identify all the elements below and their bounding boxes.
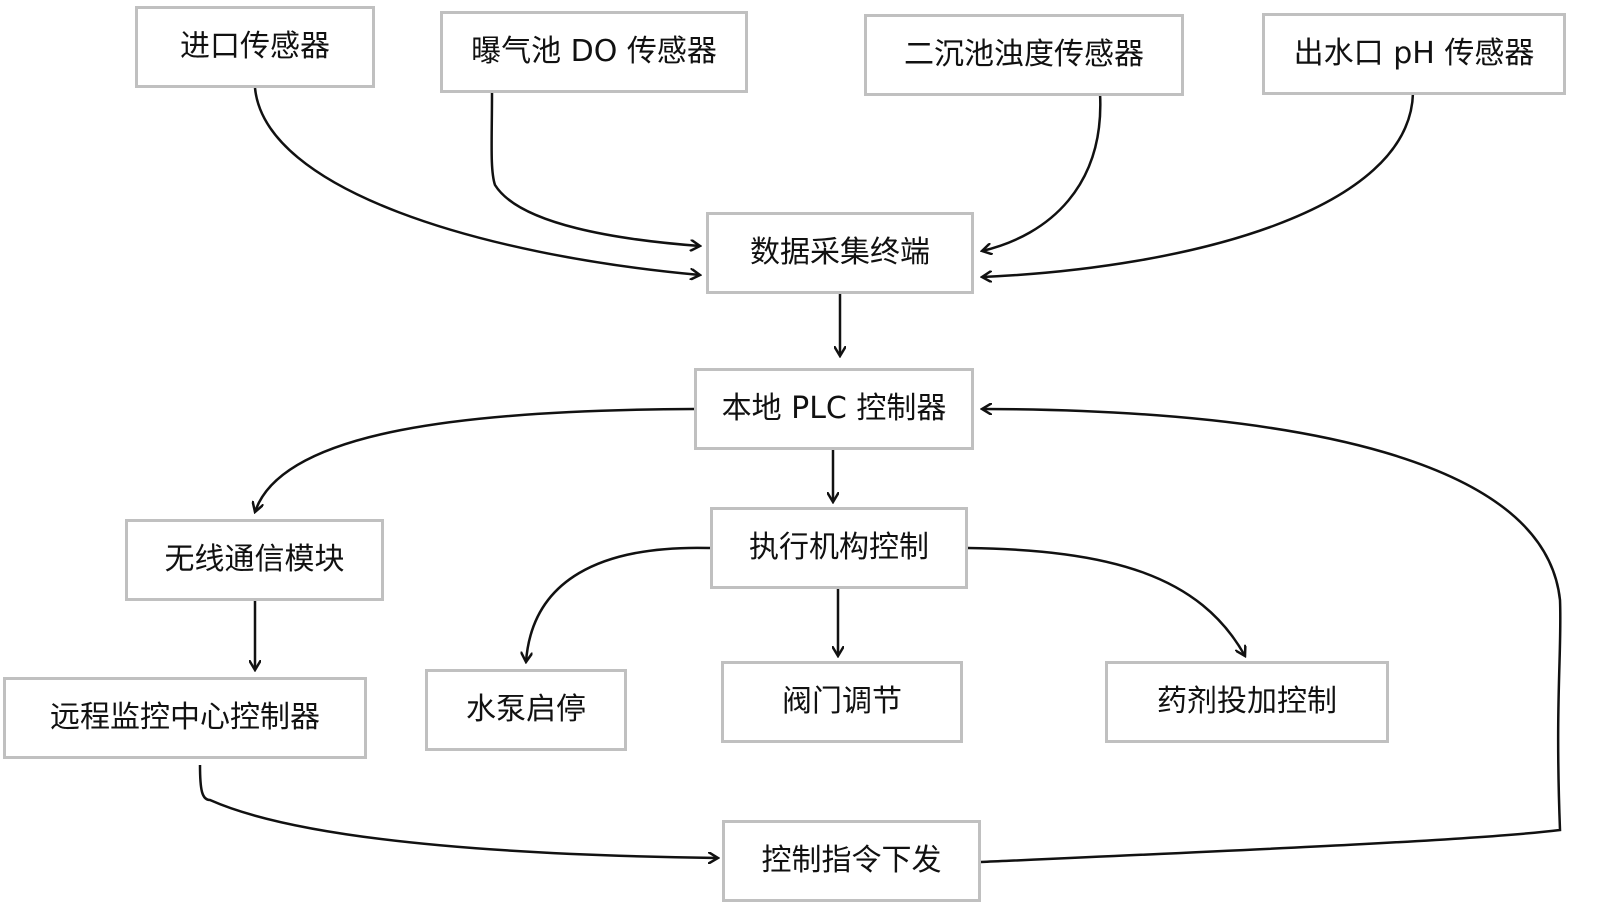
node-label: 阀门调节 xyxy=(782,684,902,719)
node-label: 出水口 pH 传感器 xyxy=(1293,36,1535,71)
node-aeration-do-sensor: 曝气池 DO 传感器 xyxy=(440,11,748,93)
edge-actuator-to-pump xyxy=(526,546,711,662)
edge-inlet-to-collector xyxy=(253,87,700,275)
node-label: 控制指令下发 xyxy=(761,843,942,878)
edge-do-to-collector xyxy=(490,92,700,246)
node-label: 无线通信模块 xyxy=(164,542,345,577)
node-outlet-ph-sensor: 出水口 pH 传感器 xyxy=(1262,13,1566,95)
edge-command-to-plc xyxy=(981,409,1562,864)
node-label: 进口传感器 xyxy=(180,29,330,64)
node-label: 数据采集终端 xyxy=(750,235,930,270)
edge-ph-to-collector xyxy=(982,92,1415,277)
node-dosing-control: 药剂投加控制 xyxy=(1105,661,1389,743)
node-label: 本地 PLC 控制器 xyxy=(721,391,947,426)
node-label: 远程监控中心控制器 xyxy=(50,700,320,735)
node-label: 执行机构控制 xyxy=(749,530,929,565)
node-label: 曝气池 DO 传感器 xyxy=(471,34,717,69)
edge-plc-to-wireless xyxy=(255,407,695,512)
edge-turbidity-to-collector xyxy=(982,92,1102,251)
node-local-plc-controller: 本地 PLC 控制器 xyxy=(694,368,974,450)
node-label: 二沉池浊度传感器 xyxy=(904,37,1144,72)
node-clarifier-turbidity-sensor: 二沉池浊度传感器 xyxy=(864,14,1184,96)
edge-actuator-to-dosing xyxy=(967,546,1245,656)
node-control-command-dispatch: 控制指令下发 xyxy=(722,820,981,902)
node-wireless-module: 无线通信模块 xyxy=(125,519,384,601)
node-pump-start-stop: 水泵启停 xyxy=(425,669,627,751)
node-inlet-sensor: 进口传感器 xyxy=(135,6,375,88)
node-valve-adjustment: 阀门调节 xyxy=(721,661,963,743)
node-data-collection-terminal: 数据采集终端 xyxy=(706,212,974,294)
edge-remote-to-command xyxy=(198,764,718,858)
node-label: 水泵启停 xyxy=(466,692,586,727)
node-actuator-control: 执行机构控制 xyxy=(710,507,968,589)
node-label: 药剂投加控制 xyxy=(1157,684,1337,719)
node-remote-monitoring-controller: 远程监控中心控制器 xyxy=(3,677,367,759)
